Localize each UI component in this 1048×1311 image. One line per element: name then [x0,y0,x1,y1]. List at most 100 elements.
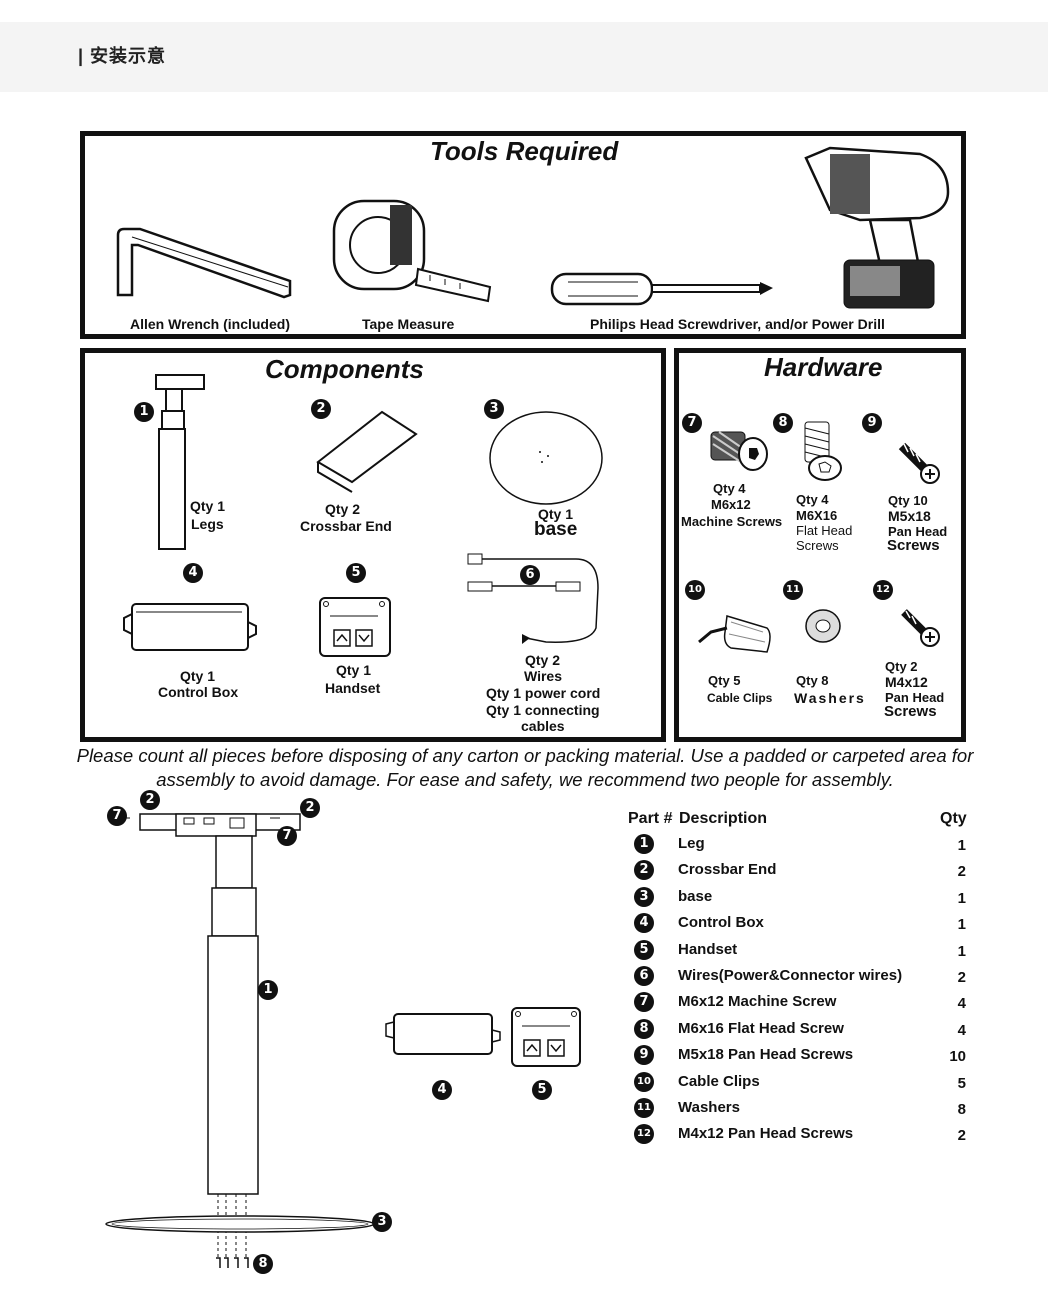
part-number-badge: 6 [634,966,654,986]
diagram-flat-screw-badge: 8 [253,1254,273,1274]
hw8-qty: Qty 4 [796,492,829,507]
diagram-handset-badge: 5 [532,1080,552,1100]
part-description: M6x12 Machine Screw [678,993,837,1011]
diagram-handset-icon [511,1007,581,1067]
components-title: Components [265,354,424,384]
hw12-name2: Screws [884,703,937,720]
hw7-number-badge: 7 [682,413,702,433]
hw12-name1: Pan Head [885,690,945,705]
base-name: base [534,519,578,540]
parts-table-row: 7 M6x12 Machine Screw 4 [634,992,970,1018]
part-qty: 1 [957,837,966,854]
control-box-name: Control Box [158,684,239,700]
parts-table-row: 3 base 1 [634,886,970,913]
hw12-number-badge: 12 [873,580,893,600]
parts-header-part: Part # [628,810,673,827]
diagram-screw-badge-right: 7 [277,826,297,846]
wires-line3: cables [521,718,565,734]
screwdriver-icon [550,272,773,306]
part-number-badge: 11 [634,1098,654,1118]
pan-head-screw-small-icon [901,609,940,647]
part-qty: 2 [957,1127,966,1145]
pan-head-screw-icon [898,442,940,484]
wires-name: Wires [524,668,563,684]
control-box-qty: Qty 1 [180,668,216,684]
part-description: base [678,887,713,905]
hw10-number-badge: 10 [685,580,705,600]
hw11-number-badge: 11 [783,580,803,600]
part-qty: 2 [957,969,966,986]
part-number-badge: 3 [634,886,654,907]
assembly-notice: Please count all pieces before disposing… [76,745,974,790]
part-description: Cable Clips [678,1072,760,1090]
part-number-badge: 9 [634,1045,654,1066]
hardware-panel [674,348,966,742]
flat-head-screw-icon [804,421,842,481]
base-qty: Qty 1 [538,506,574,522]
part-qty: 1 [957,942,966,960]
part-description: Leg [678,835,705,852]
hw7-name: Machine Screws [681,514,783,529]
part-description: M4x12 Pan Head Screws [678,1125,854,1143]
diagram-crossbar-badge-left: 2 [140,790,160,810]
hw9-name2: Screws [887,537,940,554]
hardware-title: Hardware [764,352,883,382]
hw7-qty: Qty 4 [713,481,746,496]
handset-icon [319,597,391,657]
tools-title: Tools Required [430,136,619,166]
hw12-size: M4x12 [885,674,928,690]
part-number-badge: 12 [634,1124,654,1145]
handset-qty: Qty 1 [336,662,372,678]
assembly-diagram [105,813,375,1268]
diagram-crossbar-badge-right: 2 [300,798,320,818]
hw12-qty: Qty 2 [885,659,918,674]
control-box-number-badge: 4 [183,563,203,583]
part-description: Crossbar End [678,861,777,879]
diagram-base-badge: 3 [372,1212,392,1232]
part-qty: 5 [957,1074,966,1092]
control-box-icon [123,603,257,651]
hw9-qty: Qty 10 [888,493,928,508]
diagram-leg-badge: 1 [258,980,278,1000]
power-drill-icon [804,146,950,309]
header-bar [0,22,1048,92]
part-description: Washers [678,1099,740,1116]
part-description: Control Box [678,914,764,932]
part-number-badge: 5 [634,939,654,960]
crossbar-end-icon [316,410,418,493]
part-number-badge: 10 [634,1071,654,1092]
screwdriver-label: Philips Head Screwdriver, and/or Power D… [590,316,885,332]
hw7-size: M6x12 [711,497,751,512]
hw8-number-badge: 8 [773,413,793,433]
hw10-name: Cable Clips [707,691,773,705]
allen-wrench-label: Allen Wrench (included) [130,316,290,332]
hw9-size: M5x18 [888,508,931,524]
part-description: Handset [678,940,738,958]
part-qty: 4 [957,995,966,1013]
crossbar-qty: Qty 2 [325,501,361,517]
hw10-qty: Qty 5 [708,673,741,688]
leg-icon [155,374,205,550]
parts-header-description: Description [679,810,768,827]
base-icon [489,411,603,505]
allen-wrench-icon [116,227,292,299]
part-qty: 8 [957,1101,966,1118]
parts-table-row: 10 Cable Clips 5 [634,1071,970,1098]
hw11-name: Washers [794,690,866,706]
parts-header-qty: Qty [940,810,967,827]
washer-icon [805,609,841,643]
part-qty: 2 [957,863,966,881]
hw9-number-badge: 9 [862,413,882,433]
crossbar-number-badge: 2 [311,399,331,419]
part-number-badge: 7 [634,992,654,1013]
hw11-qty: Qty 8 [796,673,829,688]
part-qty: 1 [957,889,966,907]
tape-measure-label: Tape Measure [362,316,455,332]
tape-measure-icon [332,199,492,303]
